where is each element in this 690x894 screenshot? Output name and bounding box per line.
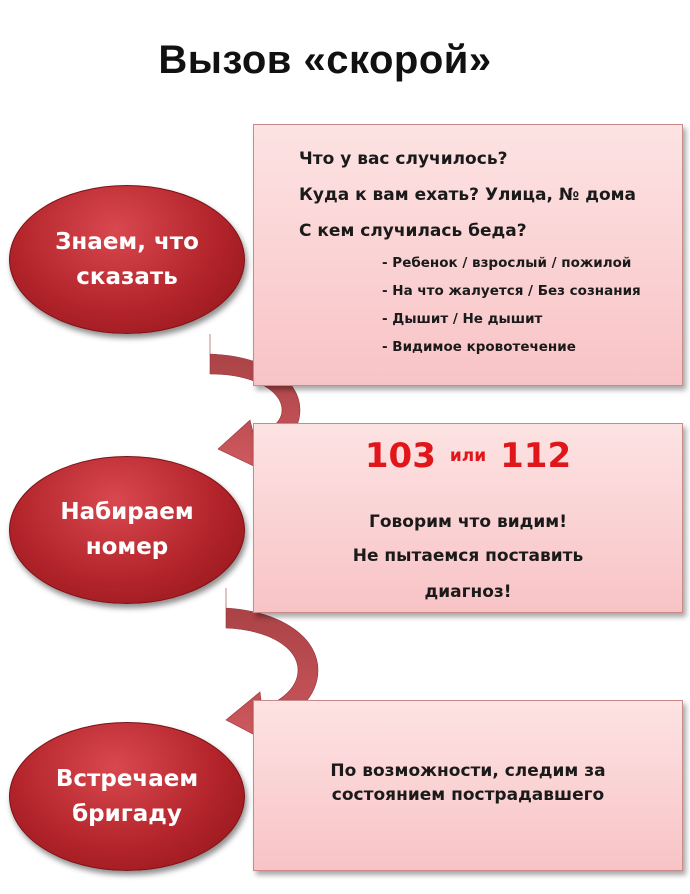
- step-label: номер: [85, 534, 169, 560]
- emergency-number-112: 112: [500, 436, 572, 476]
- info-box-meet-team: По возможности, следим за состоянием пос…: [253, 700, 683, 871]
- or-text: или: [449, 446, 487, 466]
- detail-item: - Видимое кровотечение: [382, 339, 576, 355]
- step-label: Встречаем: [55, 765, 199, 792]
- page-title: Вызов «скорой»: [158, 38, 492, 82]
- question-text: Куда к вам ехать? Улица, № дома: [299, 185, 637, 205]
- question-text: С кем случилась беда?: [299, 221, 527, 241]
- step-label: Набираем: [60, 499, 194, 525]
- detail-item: - На что жалуется / Без сознания: [382, 283, 641, 299]
- step-ellipse-dial-number: Набираем номер: [9, 456, 245, 604]
- step-ellipse-meet-team: Встречаем бригаду: [9, 722, 245, 871]
- step-label: сказать: [76, 263, 178, 290]
- instruction-text: Говорим что видим!: [369, 512, 567, 532]
- question-text: Что у вас случилось?: [299, 149, 508, 169]
- step-label: Знаем, что: [55, 228, 199, 255]
- emergency-number-103: 103: [364, 436, 436, 476]
- emergency-numbers: 103 или 112: [254, 436, 682, 476]
- detail-item: - Ребенок / взрослый / пожилой: [382, 255, 632, 271]
- instruction-text: состоянием пострадавшего: [331, 785, 605, 805]
- detail-item: - Дышит / Не дышит: [382, 311, 543, 327]
- info-box-dial-number: 103 или 112 Говорим что видим! Не пытаемся…: [253, 423, 683, 613]
- step-ellipse-what-to-say: Знаем, что сказать: [9, 185, 245, 334]
- step-label: бригаду: [72, 800, 182, 827]
- instruction-text: По возможности, следим за: [330, 761, 606, 781]
- instruction-text: диагноз!: [424, 582, 512, 602]
- info-box-what-to-say: Что у вас случилось? Куда к вам ехать? У…: [253, 124, 683, 386]
- instruction-text: Не пытаемся поставить: [352, 546, 584, 566]
